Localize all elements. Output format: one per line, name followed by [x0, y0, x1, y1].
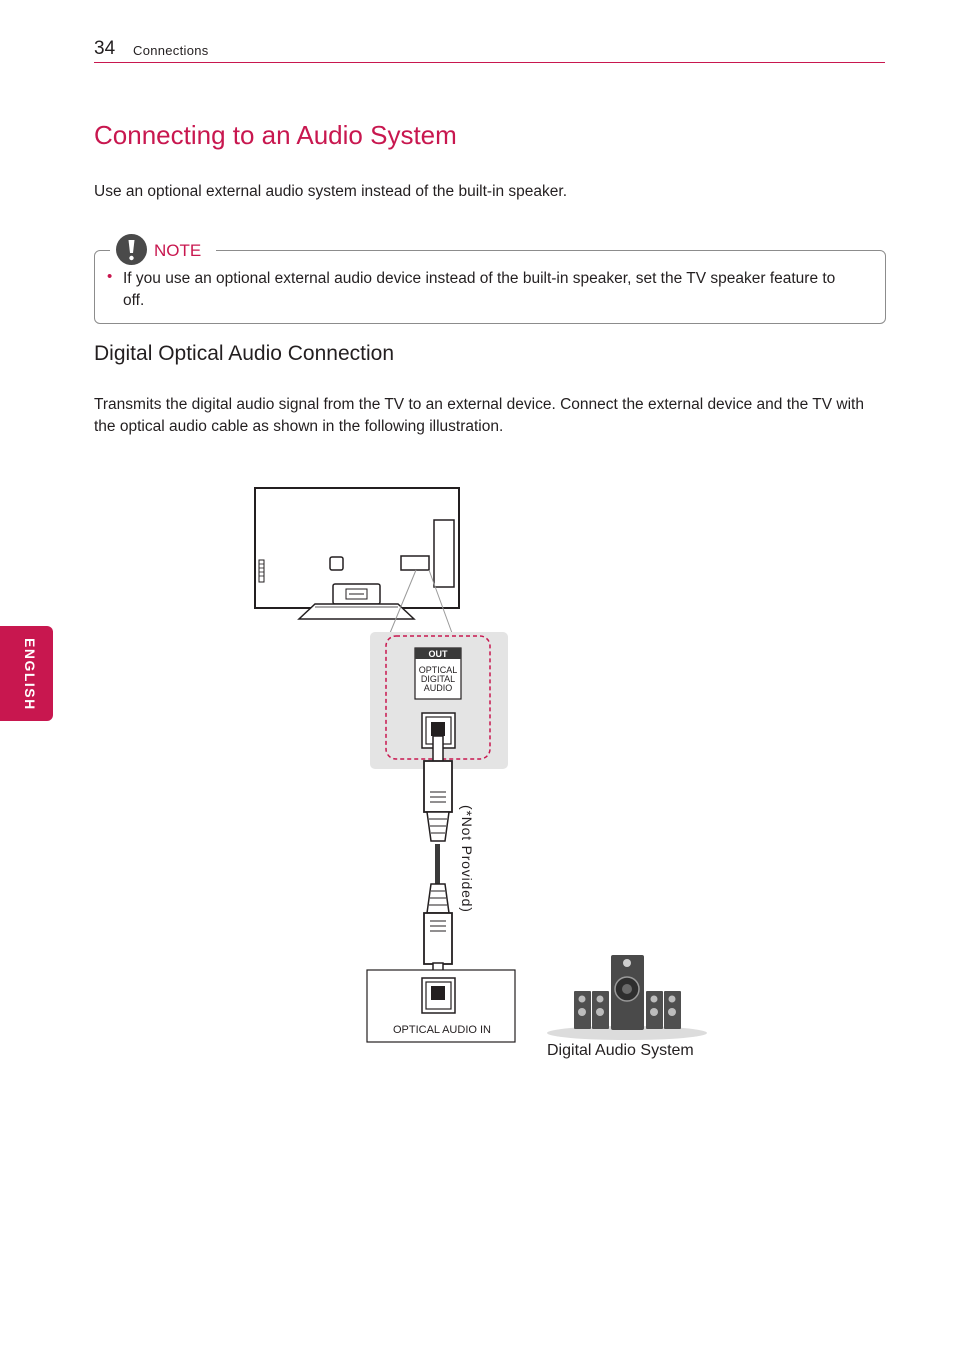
page-title: Connecting to an Audio System	[94, 120, 457, 150]
note-box	[94, 250, 886, 324]
section-name: Connections	[133, 43, 209, 58]
language-tab	[0, 626, 53, 721]
optical-cable-connector-top	[423, 722, 453, 842]
port-label-line: DIGITAL	[421, 674, 455, 684]
optical-cable	[435, 844, 440, 884]
subsection-title: Digital Optical Audio Connection	[94, 342, 395, 365]
speaker-system-icon	[547, 955, 707, 1040]
language-tab-label: ENGLISH	[22, 637, 38, 711]
intro-text: Use an optional external audio system in…	[94, 183, 568, 200]
port-out-label: OUT	[429, 649, 449, 659]
bullet-icon: •	[107, 268, 113, 285]
cable-note: (*Not Provided)	[459, 805, 475, 913]
device-caption: Digital Audio System	[547, 1042, 694, 1059]
port-label-line: OPTICAL	[419, 665, 458, 675]
note-label: NOTE	[154, 241, 202, 260]
page-number: 34	[94, 38, 116, 59]
tv-rear-illustration	[254, 487, 460, 620]
port-label-line: AUDIO	[424, 683, 453, 693]
exclamation-icon	[116, 234, 147, 265]
optical-audio-in-panel: OPTICAL AUDIO IN	[366, 969, 516, 1043]
note-item: If you use an optional external audio de…	[123, 270, 836, 309]
port-zoom-panel: OUT OPTICAL DIGITAL AUDIO	[370, 632, 508, 769]
optical-audio-in-label: OPTICAL AUDIO IN	[393, 1024, 491, 1036]
body-text: Transmits the digital audio signal from …	[94, 396, 864, 435]
header-rule	[94, 62, 885, 63]
